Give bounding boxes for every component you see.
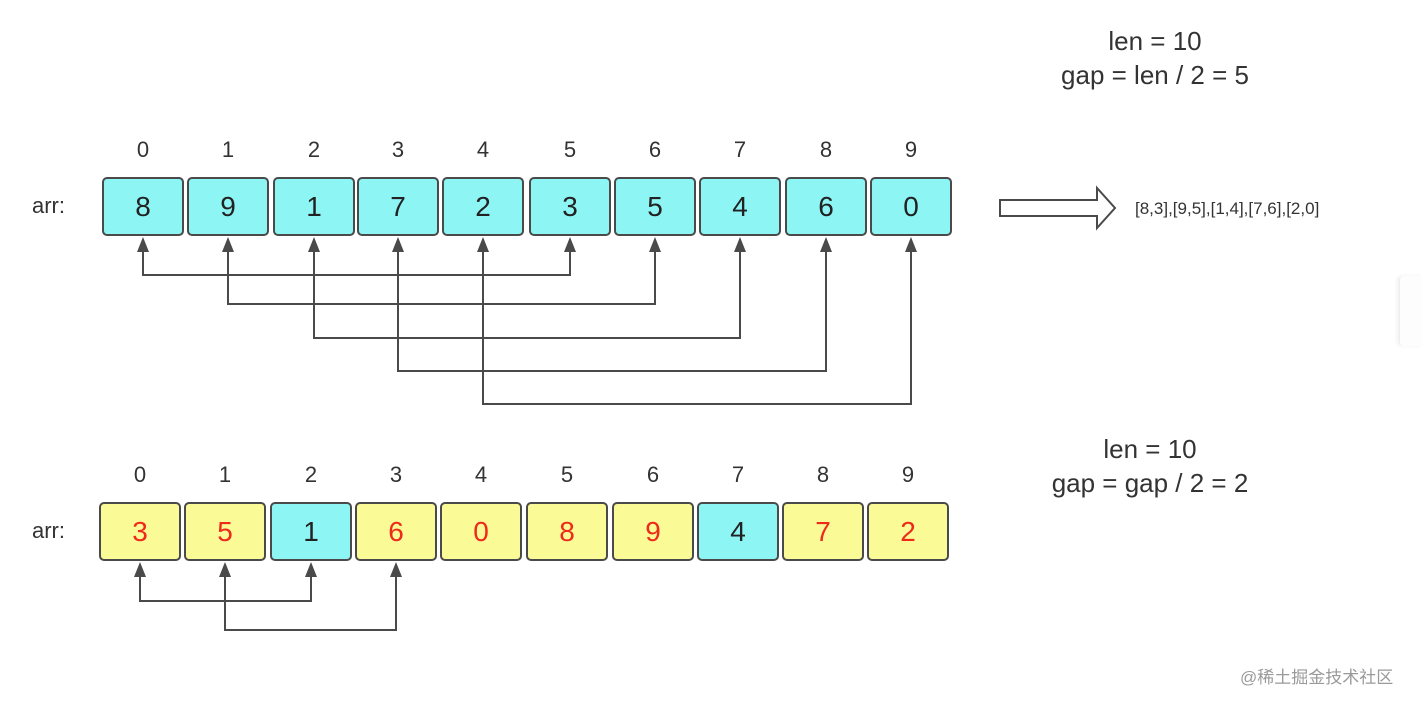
pair-connector bbox=[482, 250, 912, 405]
formula-2-line1: len = 10 bbox=[1103, 434, 1197, 464]
right-arrow-icon bbox=[999, 185, 1117, 231]
index-label: 5 bbox=[560, 462, 574, 487]
arrow-up-icon bbox=[649, 237, 661, 252]
array-cell: 8 bbox=[102, 177, 184, 236]
side-scroll-tab[interactable] bbox=[1399, 276, 1422, 346]
array-cell: 4 bbox=[699, 177, 781, 236]
arrow-up-icon bbox=[305, 562, 317, 577]
array-label-1: arr: bbox=[32, 193, 65, 218]
arrow-up-icon bbox=[564, 237, 576, 252]
array-cell: 8 bbox=[526, 502, 608, 561]
array-cell: 6 bbox=[785, 177, 867, 236]
index-label: 5 bbox=[563, 137, 577, 162]
formula-1-line1: len = 10 bbox=[1108, 26, 1202, 56]
arrow-up-icon bbox=[308, 237, 320, 252]
array-cell: 2 bbox=[442, 177, 524, 236]
arrow-up-icon bbox=[905, 237, 917, 252]
index-label: 4 bbox=[474, 462, 488, 487]
index-label: 4 bbox=[476, 137, 490, 162]
array-cell: 7 bbox=[357, 177, 439, 236]
index-label: 9 bbox=[901, 462, 915, 487]
index-label: 1 bbox=[221, 137, 235, 162]
transform-arrow bbox=[999, 185, 1117, 231]
array-cell: 6 bbox=[355, 502, 437, 561]
array-cell: 0 bbox=[870, 177, 952, 236]
index-label: 0 bbox=[136, 137, 150, 162]
index-label: 6 bbox=[646, 462, 660, 487]
index-label: 0 bbox=[133, 462, 147, 487]
array-cell: 1 bbox=[270, 502, 352, 561]
pair-connector bbox=[142, 250, 571, 276]
index-label: 8 bbox=[816, 462, 830, 487]
array-cell: 4 bbox=[697, 502, 779, 561]
array-cell: 3 bbox=[99, 502, 181, 561]
index-label: 7 bbox=[733, 137, 747, 162]
arrow-up-icon bbox=[134, 562, 146, 577]
index-label: 8 bbox=[819, 137, 833, 162]
arrow-up-icon bbox=[820, 237, 832, 252]
array-cell: 3 bbox=[529, 177, 611, 236]
index-label: 3 bbox=[389, 462, 403, 487]
array-cell: 5 bbox=[184, 502, 266, 561]
index-label: 2 bbox=[307, 137, 321, 162]
pair-connector bbox=[227, 250, 656, 305]
array-cell: 7 bbox=[782, 502, 864, 561]
group-pairs-result: [8,3],[9,5],[1,4],[7,6],[2,0] bbox=[1135, 199, 1320, 218]
arrow-up-icon bbox=[390, 562, 402, 577]
index-label: 7 bbox=[731, 462, 745, 487]
arrow-up-icon bbox=[477, 237, 489, 252]
index-label: 3 bbox=[391, 137, 405, 162]
array-label-2: arr: bbox=[32, 518, 65, 543]
index-label: 9 bbox=[904, 137, 918, 162]
arrow-up-icon bbox=[219, 562, 231, 577]
array-cell: 2 bbox=[867, 502, 949, 561]
arrow-up-icon bbox=[137, 237, 149, 252]
array-cell: 9 bbox=[612, 502, 694, 561]
arrow-up-icon bbox=[222, 237, 234, 252]
arrow-up-icon bbox=[734, 237, 746, 252]
formula-1-line2: gap = len / 2 = 5 bbox=[1061, 60, 1249, 90]
array-cell: 1 bbox=[273, 177, 355, 236]
index-label: 1 bbox=[218, 462, 232, 487]
pair-connector bbox=[397, 250, 827, 372]
formula-2-line2: gap = gap / 2 = 2 bbox=[1051, 468, 1249, 498]
index-label: 2 bbox=[304, 462, 318, 487]
watermark: @稀土掘金技术社区 bbox=[1240, 668, 1394, 687]
pair-connector bbox=[224, 575, 397, 631]
array-cell: 0 bbox=[440, 502, 522, 561]
arrow-up-icon bbox=[392, 237, 404, 252]
array-cell: 5 bbox=[614, 177, 696, 236]
index-label: 6 bbox=[648, 137, 662, 162]
pair-connector bbox=[313, 250, 741, 339]
array-cell: 9 bbox=[187, 177, 269, 236]
